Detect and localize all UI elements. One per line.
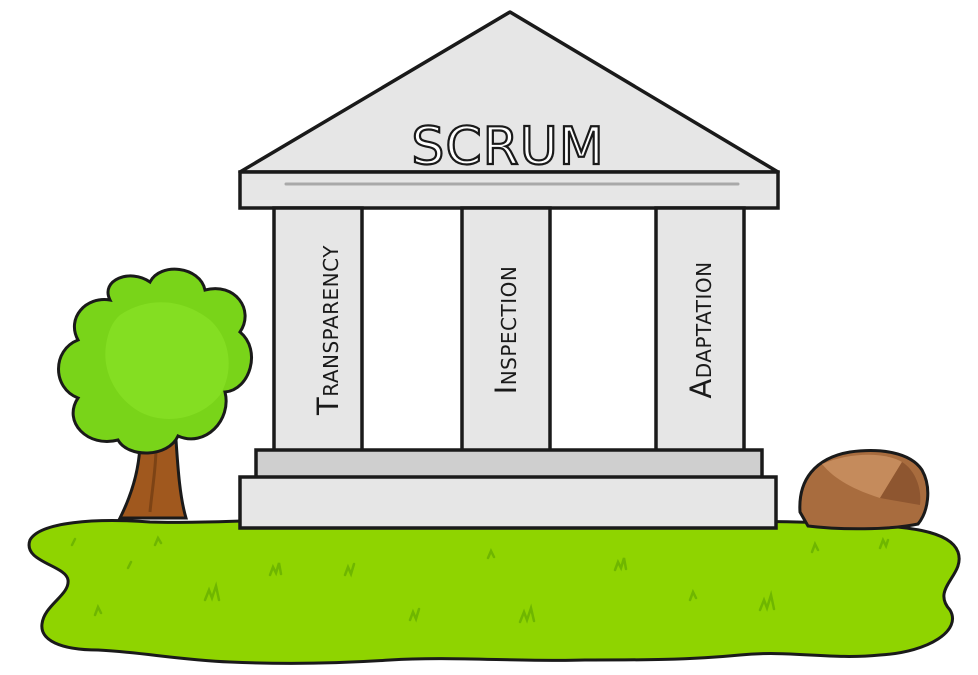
pillar-label-adaptation: Adaptation bbox=[684, 261, 718, 398]
grass-area bbox=[27, 519, 961, 665]
temple: SCRUM Transparency Inspection Adaptation bbox=[238, 10, 780, 530]
pillar-adaptation bbox=[654, 206, 746, 453]
pillar-label-inspection: Inspection bbox=[489, 266, 523, 395]
tree bbox=[57, 267, 253, 520]
pillar-inspection bbox=[460, 206, 552, 453]
pillar-transparency bbox=[272, 206, 364, 453]
grass-tufts bbox=[70, 535, 890, 624]
grass-ground bbox=[27, 519, 961, 665]
temple-base bbox=[238, 475, 778, 530]
pillar-label-transparency: Transparency bbox=[311, 245, 345, 416]
rock bbox=[798, 449, 930, 531]
temple-upper-step bbox=[254, 448, 764, 482]
temple-title: SCRUM bbox=[411, 117, 604, 177]
temple-architrave bbox=[238, 170, 780, 210]
